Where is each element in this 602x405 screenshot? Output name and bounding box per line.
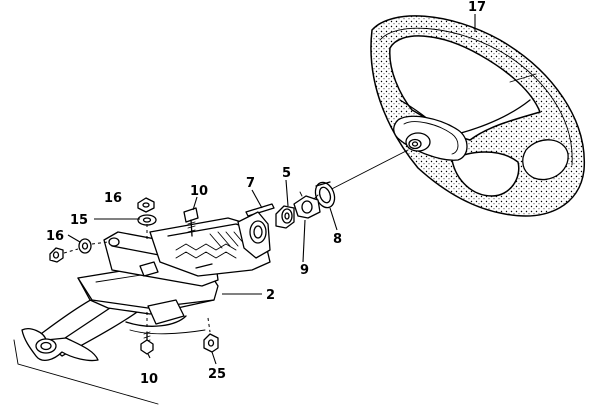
cancel-cam-part-9 xyxy=(293,191,321,219)
washer-nut-top-part-16 xyxy=(137,197,157,240)
floor-reference-line xyxy=(13,339,159,405)
callout-17-label: 17 xyxy=(468,0,486,15)
callout-16-left-label: 16 xyxy=(46,229,64,244)
assembly-axis-line xyxy=(317,149,409,197)
callout-8-label: 8 xyxy=(333,232,342,247)
callout-2-label: 2 xyxy=(266,288,275,303)
callout-labels: 17 16 10 7 5 15 16 8 9 2 10 25 xyxy=(46,0,486,387)
key-pin-part-7 xyxy=(245,203,275,217)
callout-25-label: 25 xyxy=(208,367,226,382)
callout-9-label: 9 xyxy=(300,263,309,278)
callout-5-label: 5 xyxy=(282,166,291,181)
callout-15-label: 15 xyxy=(70,213,88,228)
bolt-bottom-part-10 xyxy=(140,312,154,355)
callout-10-top-label: 10 xyxy=(190,184,208,199)
bolt-top-part-10 xyxy=(183,207,199,237)
spacer-ring-part-8 xyxy=(314,181,336,209)
callout-10-bottom-label: 10 xyxy=(140,372,158,387)
washer-part-15 xyxy=(78,238,109,254)
bushing-part-5 xyxy=(275,205,295,229)
steering-column-assembly-part-2 xyxy=(21,211,271,362)
leader-lines xyxy=(67,14,476,365)
nut-left-part-16 xyxy=(49,247,79,263)
callout-16-top-label: 16 xyxy=(104,191,122,206)
clip-nut-part-25 xyxy=(203,317,219,353)
callout-7-label: 7 xyxy=(246,176,255,191)
bracket-contour-line xyxy=(129,329,206,335)
steering-wheel xyxy=(370,15,586,217)
